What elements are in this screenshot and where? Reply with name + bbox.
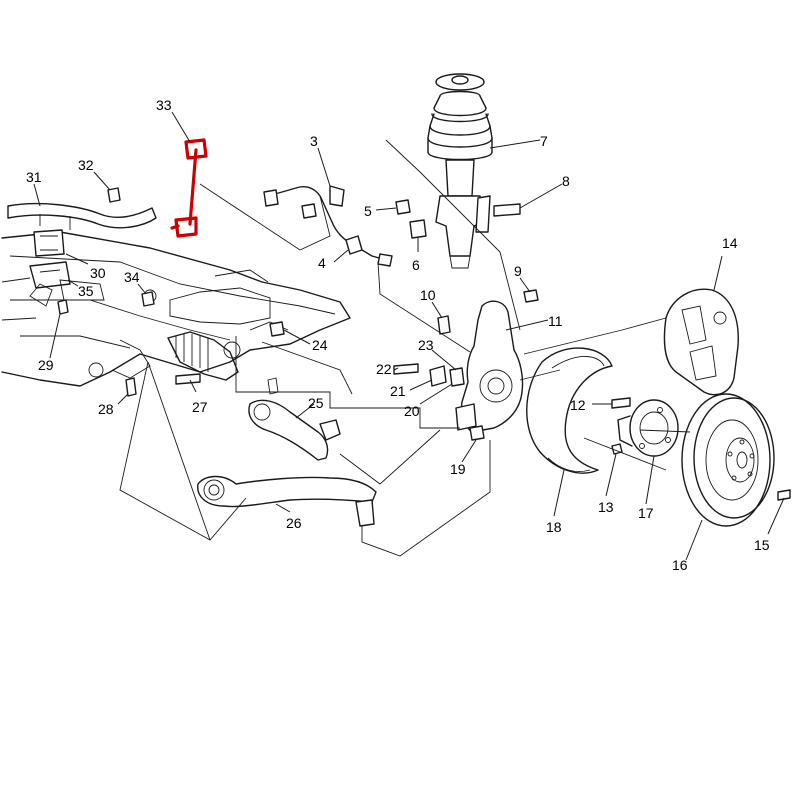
callout-15: 15 xyxy=(754,537,770,553)
callout-19: 19 xyxy=(450,461,466,477)
fasteners-left xyxy=(57,187,285,397)
callout-24: 24 xyxy=(312,337,328,353)
brake-rotor xyxy=(681,393,791,527)
stabilizer-insulator xyxy=(29,229,71,289)
callout-4: 4 xyxy=(318,255,326,271)
callout-22: 22 xyxy=(376,361,392,377)
callout-11: 11 xyxy=(548,313,563,329)
callout-12: 12 xyxy=(570,397,586,413)
wheel-speed-sensor xyxy=(263,185,393,267)
callout-17: 17 xyxy=(638,505,654,521)
callout-31: 31 xyxy=(26,169,42,185)
stabilizer-link-highlighted xyxy=(170,138,208,238)
callout-33: 33 xyxy=(156,97,172,113)
callout-18: 18 xyxy=(546,519,562,535)
callout-35: 35 xyxy=(78,283,94,299)
callout-29: 29 xyxy=(38,357,54,373)
callout-5: 5 xyxy=(364,203,372,219)
callout-30: 30 xyxy=(90,265,106,281)
callout-34: 34 xyxy=(124,269,140,285)
callout-14: 14 xyxy=(722,235,738,251)
callout-32: 32 xyxy=(78,157,94,173)
callout-10: 10 xyxy=(420,287,436,303)
steering-rack xyxy=(167,331,239,381)
callout-25: 25 xyxy=(308,395,324,411)
brake-shield xyxy=(526,347,613,474)
callout-20: 20 xyxy=(404,403,420,419)
callout-28: 28 xyxy=(98,401,114,417)
wheel-hub xyxy=(611,397,679,457)
callout-13: 13 xyxy=(598,499,614,515)
callout-9: 9 xyxy=(514,263,522,279)
callout-7: 7 xyxy=(540,133,548,149)
stabilizer-bar xyxy=(7,202,157,230)
callout-numbers: 33 32 31 30 35 34 29 28 27 24 25 26 3 4 … xyxy=(26,97,770,573)
callout-26: 26 xyxy=(286,515,302,531)
relationship-lines xyxy=(119,139,691,557)
steering-knuckle xyxy=(393,300,524,441)
leader-lines xyxy=(33,111,785,561)
callout-3: 3 xyxy=(310,133,318,149)
brake-caliper xyxy=(663,288,739,396)
callout-27: 27 xyxy=(192,399,208,415)
stabilizer-link-shaft xyxy=(188,148,198,226)
callout-8: 8 xyxy=(562,173,570,189)
callout-21: 21 xyxy=(390,383,406,399)
strut-assembly xyxy=(427,73,493,269)
lower-control-arm-rear xyxy=(248,377,341,461)
lower-control-arm-front xyxy=(197,475,377,527)
callout-16: 16 xyxy=(672,557,688,573)
callout-23: 23 xyxy=(418,337,434,353)
strut-fasteners xyxy=(395,199,539,303)
callout-6: 6 xyxy=(412,257,420,273)
